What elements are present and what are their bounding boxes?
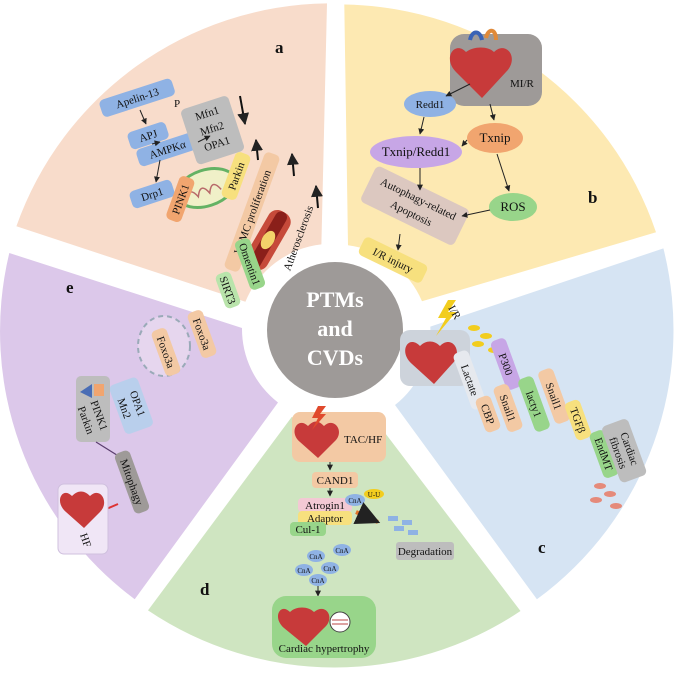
lacty1-node — [518, 376, 550, 432]
txnip-redd1-node — [370, 136, 462, 168]
arrow-redd1-txnipredd1 — [418, 116, 425, 135]
cna-label-4: CnA — [323, 565, 336, 573]
arrow-mir-redd1 — [445, 83, 471, 97]
sirt3-node — [215, 271, 241, 309]
triangle-icon — [80, 384, 92, 398]
artery-icon — [245, 209, 291, 271]
sector-d-background — [148, 414, 521, 668]
sector-b-letter: b — [588, 188, 597, 207]
heart-icon-hypertrophy — [277, 607, 351, 646]
lactate-node — [453, 350, 487, 410]
arrow-apj-ampk — [151, 140, 161, 147]
ubiquitin-node — [364, 489, 384, 499]
ampk-node — [136, 132, 199, 167]
center-title-line2: and — [317, 316, 352, 341]
ros-node — [489, 193, 537, 221]
degradation-arrow — [353, 502, 381, 524]
sector-d: d TAC/HF CAND1 Atrogin1 Adaptor Cul-1 Cn… — [200, 406, 454, 658]
foxo3a-node-b — [151, 328, 181, 376]
opa-mn2-box — [109, 377, 153, 434]
txnip-label: Txnip — [479, 130, 510, 145]
up-arrow-athero — [311, 184, 323, 209]
heart-icon-c — [400, 330, 470, 386]
atrogin-box — [298, 498, 352, 512]
sector-e-letter: e — [66, 278, 74, 297]
sector-c: c I/R Lactate CBP P300 Sna — [400, 300, 647, 557]
cand1-label: CAND1 — [317, 475, 354, 487]
adaptor-box — [298, 511, 352, 525]
cna-label-1: CnA — [309, 553, 322, 561]
arrow-ampk-drp1 — [154, 159, 161, 183]
tgfb-node — [565, 399, 591, 441]
arrow-txnip-txnipredd1 — [461, 139, 468, 147]
arrow-txnip-ros — [496, 153, 511, 192]
ubiquitin-label: U-U — [368, 491, 380, 499]
degradation-box — [396, 542, 454, 560]
sector-a-letter: a — [275, 38, 284, 57]
up-arrow-vsmc — [287, 152, 299, 177]
hypertrophy-label: Cardiac hypertrophy — [279, 643, 370, 655]
mitophagy-node — [114, 450, 150, 514]
parkin-node — [221, 152, 251, 200]
cna-label-5: CnA — [311, 577, 324, 585]
autophagy-box — [361, 166, 469, 245]
ir-injury-box — [358, 237, 428, 283]
heart-icon — [449, 28, 512, 98]
degradation-label: Degradation — [398, 546, 453, 558]
arrow-ampk-mfn — [197, 135, 211, 143]
apelin-node — [99, 78, 175, 117]
cbp-node — [475, 395, 501, 433]
redd1-label: Redd1 — [416, 99, 445, 111]
lightning-icon — [436, 300, 456, 336]
snail1-node-a — [493, 384, 523, 432]
cul1-box — [290, 522, 326, 536]
sector-c-letter: c — [538, 538, 546, 557]
atrogin-label: Atrogin1 — [305, 500, 345, 512]
free-cna-cluster: CnA CnA CnA CnA CnA — [295, 544, 351, 586]
center-circle — [263, 258, 407, 402]
redd1-node — [404, 91, 456, 117]
phospho-p-label: P — [174, 98, 180, 110]
txnip-node — [467, 123, 523, 153]
arrow-mir-txnip — [489, 103, 496, 121]
p300-node — [490, 338, 522, 390]
cna-label-2: CnA — [335, 547, 348, 555]
cardiac-fibrosis-node — [602, 419, 647, 483]
omentin-node — [234, 238, 266, 290]
cna-label-3: CnA — [297, 567, 310, 575]
lightning-icon-d — [312, 406, 326, 430]
arrow-autophagy-irinjury — [395, 233, 402, 251]
txnip-redd1-label: Txnip/Redd1 — [382, 144, 451, 159]
cand1-box — [312, 472, 358, 488]
hf-label: HF — [77, 532, 93, 549]
pink1-node — [166, 176, 195, 223]
sector-d-letter: d — [200, 580, 210, 599]
endmt-node — [589, 430, 619, 478]
degraded-fragments-icon — [388, 516, 418, 535]
cul1-label: Cul-1 — [295, 524, 320, 536]
foxo3a-node-a — [187, 310, 217, 358]
fibrosis-cells-icon — [590, 483, 622, 509]
down-arrow-mfn — [237, 95, 250, 126]
up-arrow-parkin — [251, 138, 264, 161]
heart-icon-d — [294, 421, 340, 458]
sector-b: b MI/R Redd1 Txnip Txnip/Redd1 ROS Autop… — [358, 28, 597, 283]
square-icon — [94, 384, 104, 396]
arrow-apelin-apj — [139, 109, 147, 125]
center-title-line3: CVDs — [307, 345, 364, 370]
drp1-node — [129, 179, 175, 209]
center-title-line1: PTMs — [306, 287, 364, 312]
ros-label: ROS — [500, 199, 525, 214]
arrow-ros-autophagy — [461, 209, 491, 218]
cna-bound-label: CnA — [348, 497, 361, 505]
mir-label: MI/R — [510, 78, 535, 90]
mfn-opa-box — [181, 96, 244, 165]
apj-node — [127, 122, 169, 150]
snail1-node-b — [538, 368, 570, 424]
tac-label: TAC/HF — [344, 434, 382, 446]
heart-icon-e — [59, 491, 105, 528]
